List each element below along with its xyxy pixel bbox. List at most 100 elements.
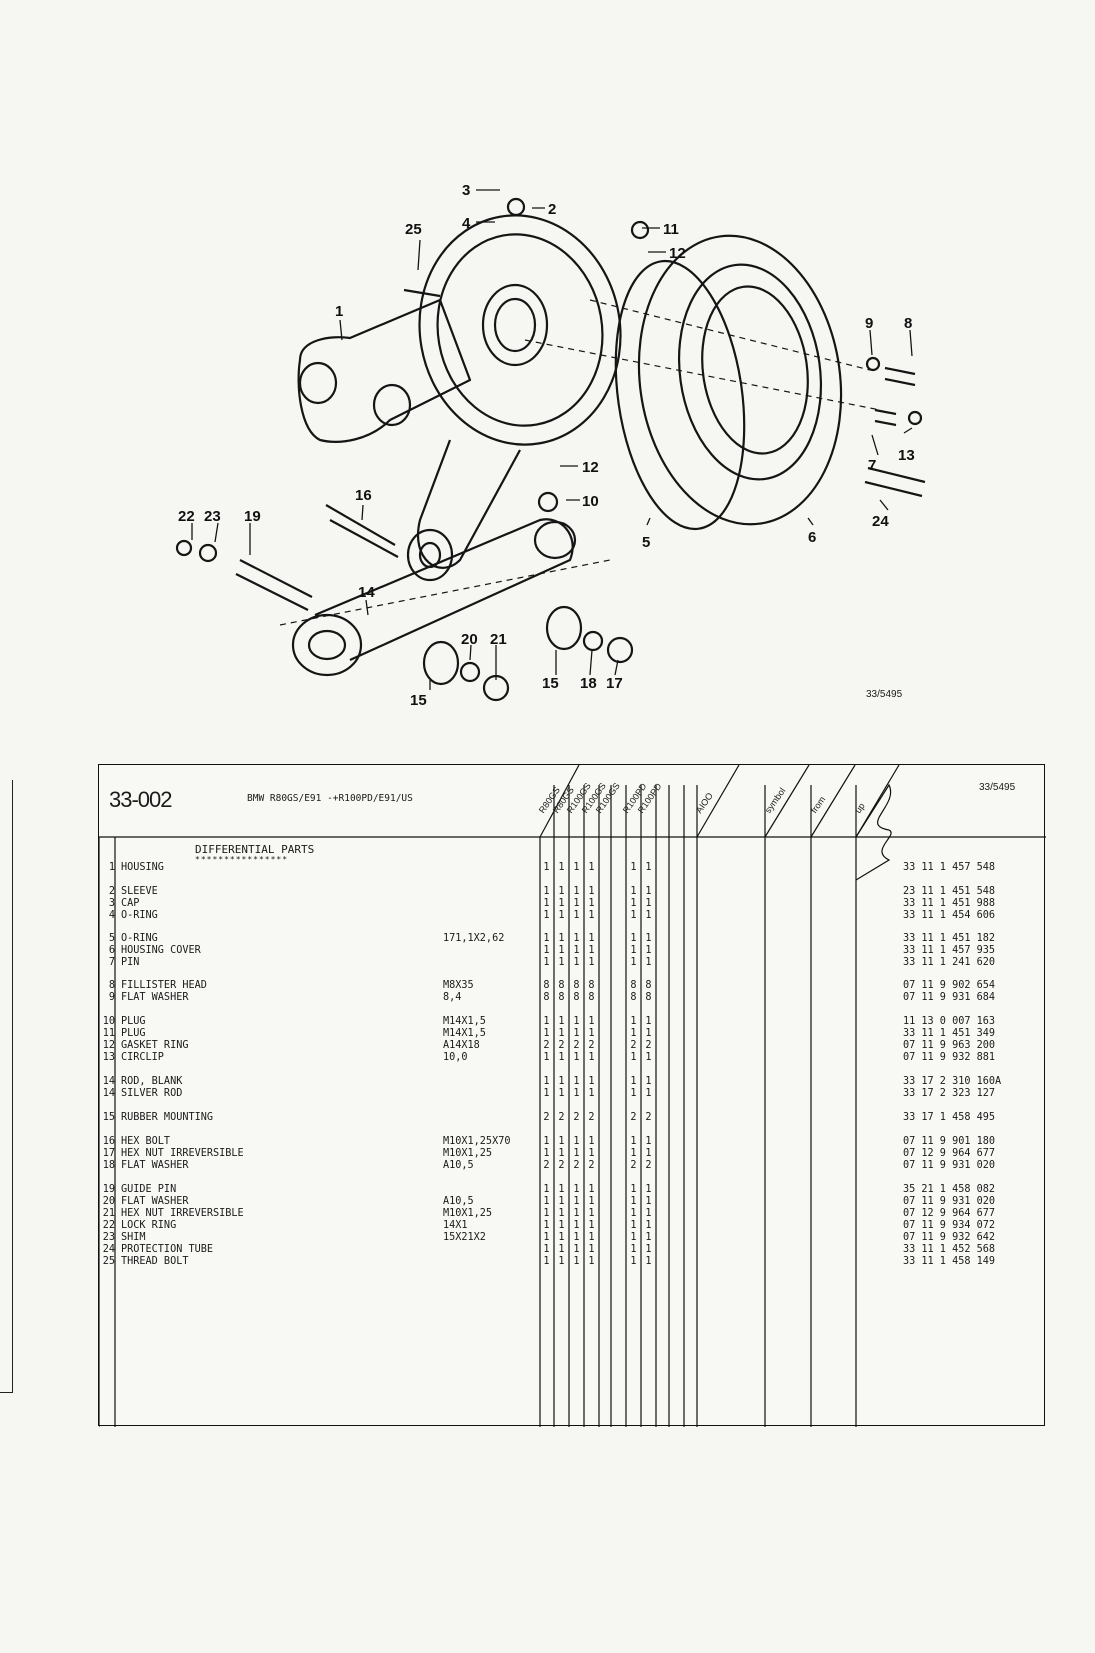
quantity-cell: 8 <box>645 980 652 991</box>
quantity-cell: 1 <box>558 1028 565 1039</box>
quantity-cell: 8 <box>630 980 637 991</box>
quantity-cell: 1 <box>630 1256 637 1267</box>
part-number: 33 11 1 451 988 <box>903 898 996 909</box>
part-number: 33 11 1 241 620 <box>903 957 996 968</box>
quantity-cell: 1 <box>645 1028 652 1039</box>
quantity-cell: 2 <box>630 1160 637 1171</box>
housing-cover <box>637 234 843 526</box>
quantity-cell: 1 <box>630 945 637 956</box>
part-description: HEX NUT IRREVERSIBLE <box>121 1208 244 1219</box>
part-size: M10X1,25 <box>443 1208 493 1219</box>
quantity-cell: 1 <box>645 1184 652 1195</box>
quantity-cell: 8 <box>588 980 595 991</box>
item-number: 25 <box>102 1256 115 1267</box>
part-number: 33 17 2 323 127 <box>903 1088 996 1099</box>
quantity-cell: 1 <box>543 1136 550 1147</box>
quantity-cell: 1 <box>558 910 565 921</box>
quantity-cell: 1 <box>543 1220 550 1231</box>
quantity-cell: 1 <box>645 910 652 921</box>
item-number: 8 <box>108 980 115 991</box>
part-description: FLAT WASHER <box>121 1160 189 1171</box>
quantity-cell: 2 <box>630 1112 637 1123</box>
quantity-cell: 1 <box>543 1016 550 1027</box>
quantity-cell: 1 <box>645 1016 652 1027</box>
quantity-cell: 1 <box>543 1148 550 1159</box>
quantity-cell: 1 <box>630 933 637 944</box>
quantity-cell: 8 <box>588 992 595 1003</box>
quantity-cell: 1 <box>543 886 550 897</box>
housing-port-left <box>298 361 338 405</box>
part-size: 171,1X2,62 <box>443 933 505 944</box>
part-description: ROD, BLANK <box>121 1076 183 1087</box>
o-ring-large <box>614 259 746 531</box>
part-number: 33 11 1 458 149 <box>903 1256 996 1267</box>
quantity-cell: 1 <box>543 1208 550 1219</box>
quantity-cell: 1 <box>573 886 580 897</box>
tube-24 <box>864 466 926 498</box>
quantity-cell: 1 <box>543 957 550 968</box>
quantity-cell: 1 <box>630 1076 637 1087</box>
part-description: SLEEVE <box>121 886 158 897</box>
model-designation: BMW R80GS/E91 -+R100PD/E91/US <box>247 793 413 804</box>
quantity-cell: 1 <box>630 1088 637 1099</box>
quantity-cell: 1 <box>630 886 637 897</box>
quantity-cell: 1 <box>573 910 580 921</box>
item-number: 6 <box>108 945 115 956</box>
quantity-cell: 1 <box>573 898 580 909</box>
quantity-cell: 1 <box>645 1256 652 1267</box>
part-description: HOUSING COVER <box>121 945 201 956</box>
quantity-cell: 1 <box>573 1196 580 1207</box>
quantity-cell: 2 <box>588 1112 595 1123</box>
part-number: 07 12 9 964 677 <box>903 1148 996 1159</box>
quantity-cell: 1 <box>573 862 580 873</box>
callout-9: 9 <box>865 315 873 332</box>
quantity-cell: 1 <box>573 1052 580 1063</box>
part-number: 07 11 9 902 654 <box>903 980 996 991</box>
item-number: 10 <box>102 1016 115 1027</box>
quantity-cell: 1 <box>630 1184 637 1195</box>
quantity-cell: 1 <box>543 1028 550 1039</box>
part-description: O-RING <box>121 933 158 944</box>
part-description: CAP <box>121 898 140 909</box>
callout-10: 10 <box>582 493 599 510</box>
quantity-cell: 1 <box>588 1136 595 1147</box>
quantity-cell: 1 <box>588 1076 595 1087</box>
quantity-cell: 1 <box>588 910 595 921</box>
item-number: 24 <box>102 1244 115 1255</box>
part-size: M8X35 <box>443 980 474 991</box>
part-size: A10,5 <box>443 1160 474 1171</box>
quantity-cell: 8 <box>573 992 580 1003</box>
quantity-cell: 1 <box>558 1232 565 1243</box>
callout-2: 2 <box>548 201 556 218</box>
part-description: PROTECTION TUBE <box>121 1244 214 1255</box>
quantity-cell: 1 <box>588 1220 595 1231</box>
part-number: 07 12 9 964 677 <box>903 1208 996 1219</box>
housing-body <box>297 298 472 443</box>
quantity-cell: 8 <box>630 992 637 1003</box>
quantity-cell: 1 <box>645 1208 652 1219</box>
diagram-drawing-ref: 33/5495 <box>866 689 903 700</box>
part-size: M14X1,5 <box>443 1028 486 1039</box>
quantity-cell: 1 <box>573 1256 580 1267</box>
part-number: 33 11 1 451 182 <box>903 933 996 944</box>
sheet-drawing-ref: 33/5495 <box>979 782 1016 793</box>
quantity-cell: 1 <box>558 886 565 897</box>
group-title-underline: **************** <box>195 855 289 864</box>
callout-15a: 15 <box>542 675 559 692</box>
quantity-cell: 1 <box>543 1196 550 1207</box>
quantity-cell: 1 <box>543 1088 550 1099</box>
parts-list-sheet: 33-002 BMW R80GS/E91 -+R100PD/E91/US 33/… <box>98 764 1046 1427</box>
part-description: SHIM <box>121 1232 146 1243</box>
quantity-cell: 1 <box>558 1052 565 1063</box>
part-description: HOUSING <box>121 862 164 873</box>
housing-flange-inner <box>436 233 604 427</box>
